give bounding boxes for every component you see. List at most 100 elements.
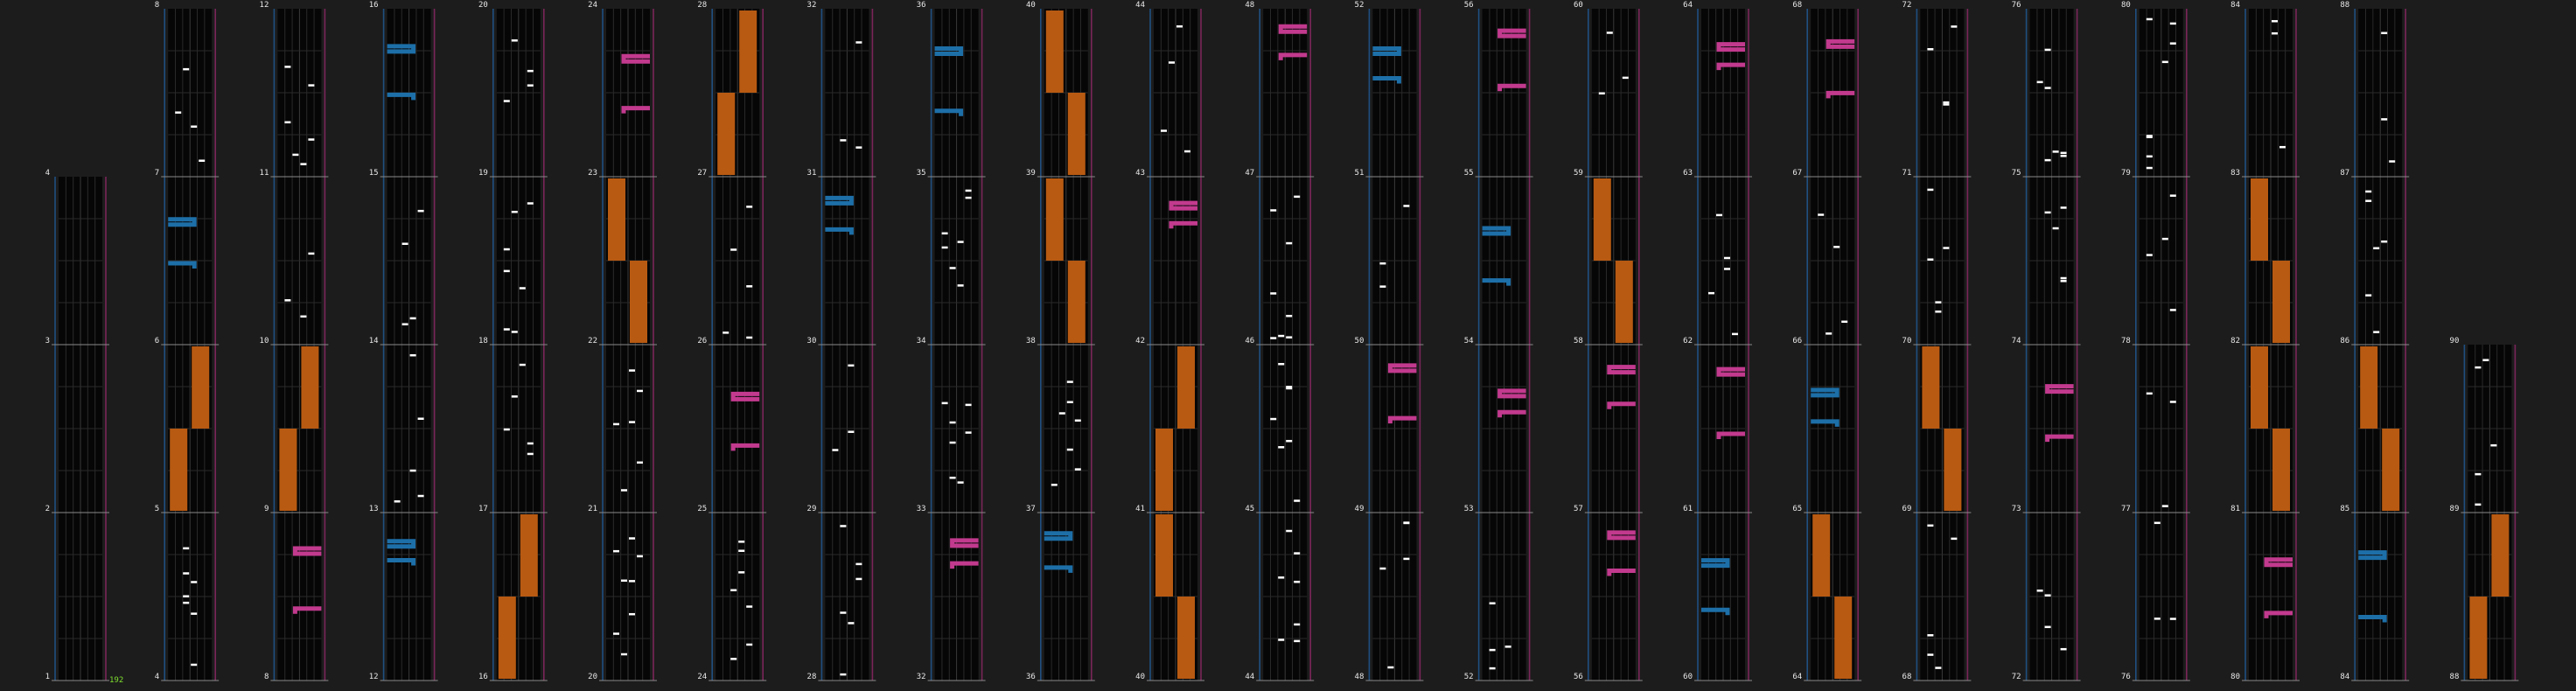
measure	[599, 9, 657, 178]
measure-number: 67	[1792, 169, 1802, 178]
chip-note	[2060, 276, 2067, 280]
measure	[2351, 345, 2410, 513]
measure-number: 43	[1135, 169, 1145, 178]
laser-left	[1701, 558, 1730, 569]
measure-number: 45	[1245, 505, 1254, 513]
measure-number: 73	[2012, 505, 2021, 513]
chip-note	[1724, 268, 1730, 270]
measure	[1365, 513, 1424, 681]
measure	[1475, 345, 1533, 513]
chip-note	[2146, 392, 2153, 395]
chip-note	[738, 549, 745, 552]
chip-note	[2169, 42, 2176, 45]
laser-right	[1716, 431, 1745, 439]
chip-note	[1286, 387, 1293, 390]
chip-note	[1286, 241, 1293, 245]
measure-number: 18	[478, 337, 488, 346]
chip-note	[2154, 521, 2161, 525]
measure-number: 28	[697, 1, 707, 10]
measure	[2022, 177, 2081, 346]
chip-note	[730, 248, 737, 251]
measure-number: 12	[260, 1, 269, 10]
measure	[2132, 177, 2190, 346]
chip-note	[2365, 190, 2372, 193]
measure	[599, 177, 657, 346]
fx-hold	[301, 346, 319, 429]
measure-number: 64	[1683, 1, 1693, 10]
measure	[1913, 177, 1972, 346]
laser-right	[1278, 52, 1308, 60]
measure-number: 15	[369, 169, 379, 178]
measure-number: 90	[2450, 337, 2460, 346]
chip-note	[1927, 653, 1934, 656]
chip-note	[1927, 48, 1934, 51]
chip-note	[300, 315, 307, 318]
chip-note	[2052, 227, 2059, 230]
laser-left	[1701, 607, 1730, 616]
chip-note	[1074, 419, 1081, 422]
laser-right	[1387, 363, 1417, 373]
fx-hold	[279, 429, 297, 511]
chip-note	[637, 389, 643, 393]
measure-number: 82	[2230, 337, 2240, 346]
chip-note	[1286, 336, 1293, 339]
chip-note	[2060, 280, 2067, 283]
chip-note	[1951, 537, 1958, 541]
laser-right	[1607, 401, 1636, 409]
measure	[1365, 177, 1424, 346]
chip-note	[1927, 634, 1934, 637]
measure-number: 80	[2230, 673, 2240, 681]
laser-left	[934, 45, 964, 56]
measure-number: 40	[1135, 673, 1145, 681]
chip-note	[1278, 446, 1285, 449]
chip-note	[738, 571, 745, 574]
chip-note	[308, 138, 315, 141]
chip-note	[2381, 240, 2388, 243]
measure	[2242, 9, 2300, 178]
measure	[599, 513, 657, 681]
laser-right	[1169, 220, 1197, 229]
measure-number: 56	[1464, 1, 1474, 10]
chip-note	[855, 146, 862, 149]
laser-left	[2358, 615, 2387, 623]
chip-note	[394, 500, 401, 503]
chip-note	[1294, 639, 1301, 643]
measure	[1256, 9, 1315, 178]
laser-left	[387, 539, 416, 549]
measure-number: 11	[260, 169, 269, 178]
chip-note	[183, 572, 190, 575]
laser-left	[2358, 550, 2387, 561]
chip-note	[1294, 552, 1301, 555]
measure	[1584, 345, 1643, 513]
chip-note	[1504, 646, 1511, 648]
measure-number: 68	[1792, 1, 1802, 10]
measure	[709, 177, 767, 346]
chip-note	[1058, 412, 1065, 415]
fx-hold	[192, 346, 210, 429]
chip-note	[855, 577, 862, 581]
measure-number: 88	[2340, 1, 2349, 10]
chip-note	[527, 84, 534, 87]
fx-hold	[1067, 93, 1086, 175]
chip-note	[308, 84, 315, 87]
measure	[380, 345, 438, 513]
chip-note	[183, 67, 190, 71]
measure-number: 52	[1464, 673, 1474, 681]
measure-number: 86	[2340, 337, 2349, 346]
chip-note	[191, 125, 198, 128]
chip-note	[1074, 468, 1081, 471]
chip-note	[2272, 31, 2278, 35]
measure	[927, 345, 986, 513]
chip-note	[1270, 417, 1277, 421]
measure	[1475, 177, 1533, 346]
chip-note	[2365, 199, 2372, 202]
measure-number: 22	[588, 337, 597, 346]
measure	[489, 9, 548, 178]
laser-right	[950, 561, 979, 569]
measure-number: 63	[1683, 169, 1693, 178]
